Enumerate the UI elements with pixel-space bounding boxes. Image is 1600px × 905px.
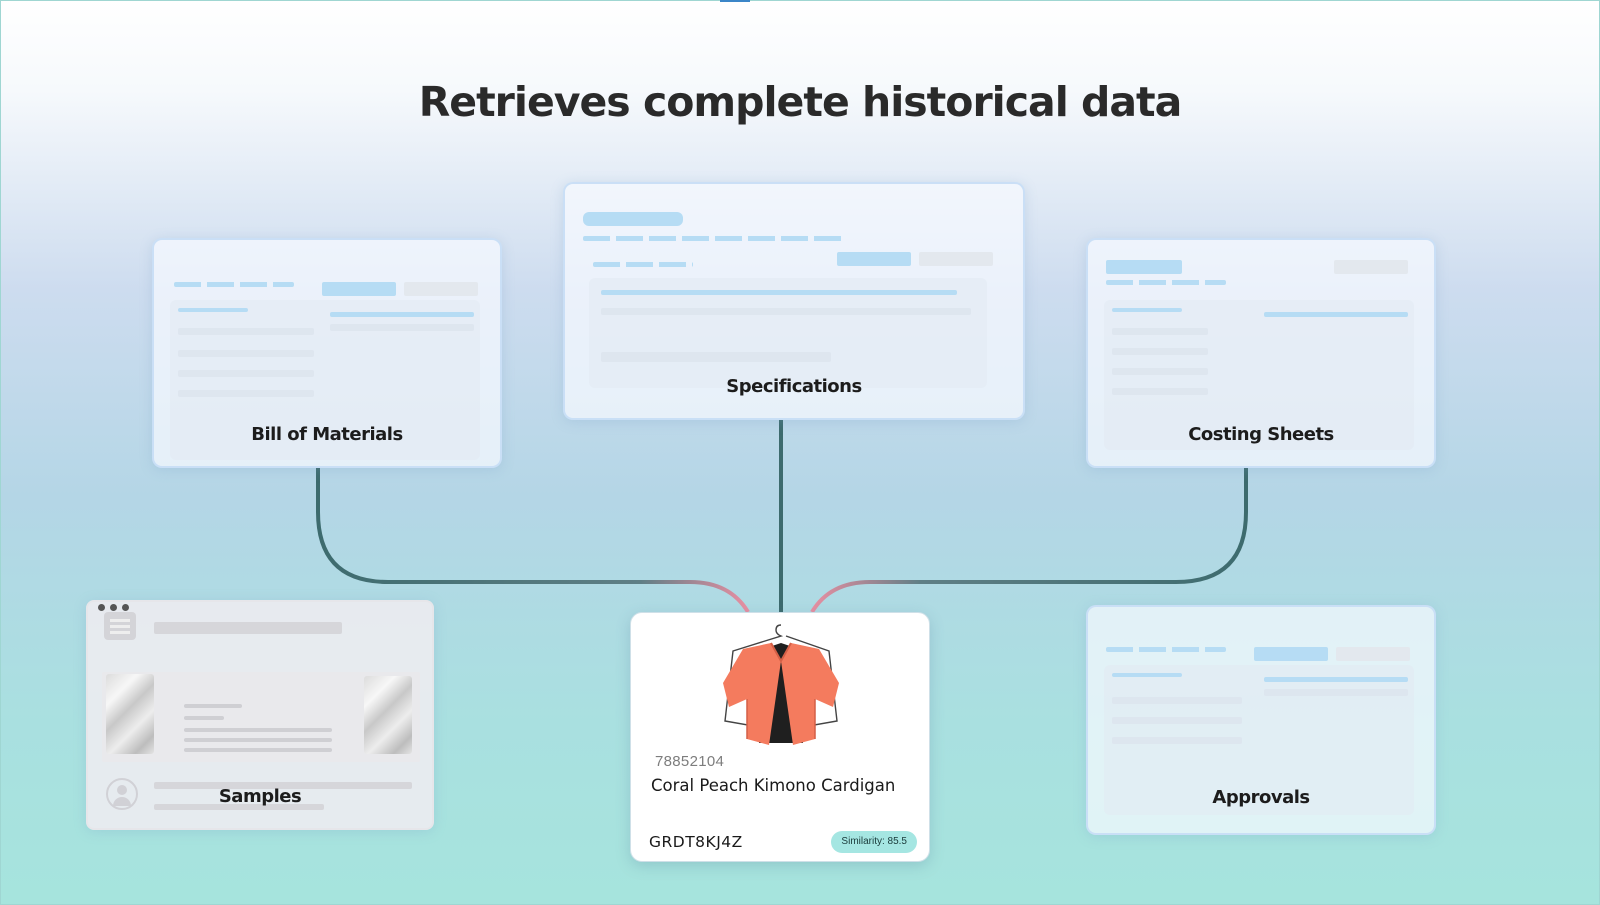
placeholder-button <box>1336 647 1410 661</box>
product-name: Coral Peach Kimono Cardigan <box>651 776 895 795</box>
placeholder-line <box>1264 312 1408 317</box>
placeholder-button <box>1254 647 1328 661</box>
placeholder-tabs <box>174 282 294 287</box>
card-label: Approvals <box>1088 787 1434 808</box>
placeholder-line <box>601 308 971 315</box>
placeholder-title <box>583 212 683 226</box>
placeholder-button <box>322 282 396 296</box>
placeholder-value <box>1334 260 1408 274</box>
card-label: Bill of Materials <box>154 424 500 445</box>
placeholder-line <box>184 728 332 732</box>
fabric-swatch-image <box>106 674 154 754</box>
placeholder-line <box>178 328 314 335</box>
placeholder-line <box>178 390 314 397</box>
window-dot <box>98 604 105 611</box>
placeholder-line <box>1112 697 1242 704</box>
placeholder-line <box>601 290 957 295</box>
placeholder-line <box>178 350 314 357</box>
placeholder-line <box>178 308 248 312</box>
placeholder-line <box>1112 388 1208 395</box>
placeholder-line <box>1112 737 1242 744</box>
placeholder-button <box>919 252 993 266</box>
placeholder-tabs <box>593 262 693 267</box>
placeholder-header <box>154 622 342 634</box>
coral-kimono-cardigan-icon <box>719 621 843 747</box>
menu-icon <box>104 612 136 640</box>
placeholder-line <box>601 352 831 362</box>
placeholder-line <box>184 748 332 752</box>
connector-costing-sheets <box>812 468 1246 612</box>
placeholder-button <box>837 252 911 266</box>
placeholder-title <box>1106 260 1182 274</box>
placeholder-tabs <box>583 236 847 241</box>
placeholder-line <box>1112 348 1208 355</box>
similarity-badge: Similarity: 85.5 <box>831 831 917 853</box>
card-costing-sheets[interactable]: Costing Sheets <box>1086 238 1436 468</box>
window-dot <box>122 604 129 611</box>
placeholder-line <box>1112 717 1242 724</box>
placeholder-line <box>184 738 332 742</box>
card-samples[interactable]: Samples <box>86 600 434 830</box>
card-bill-of-materials[interactable]: Bill of Materials <box>152 238 502 468</box>
card-specifications[interactable]: Specifications <box>563 182 1025 420</box>
placeholder-line <box>1112 308 1182 312</box>
placeholder-line <box>184 704 242 708</box>
product-code: GRDT8KJ4Z <box>649 833 743 851</box>
placeholder-tabs <box>1106 647 1226 652</box>
product-card[interactable]: 78852104 Coral Peach Kimono Cardigan GRD… <box>630 612 930 862</box>
fabric-swatch-image <box>364 676 412 754</box>
placeholder-line <box>1112 328 1208 335</box>
connector-bill-of-materials <box>318 468 748 612</box>
placeholder-tabs <box>1106 280 1226 285</box>
card-label: Samples <box>88 786 432 807</box>
placeholder-line <box>184 716 224 720</box>
card-label: Costing Sheets <box>1088 424 1434 445</box>
placeholder-line <box>1264 677 1408 682</box>
placeholder-button <box>404 282 478 296</box>
card-label: Specifications <box>565 376 1023 397</box>
window-dot <box>110 604 117 611</box>
product-sku: 78852104 <box>655 753 724 770</box>
placeholder-line <box>1112 368 1208 375</box>
placeholder-line <box>330 312 474 317</box>
placeholder-line <box>330 324 474 331</box>
placeholder-line <box>178 370 314 377</box>
placeholder-line <box>1112 673 1182 677</box>
placeholder-line <box>1264 689 1408 696</box>
card-approvals[interactable]: Approvals <box>1086 605 1436 835</box>
